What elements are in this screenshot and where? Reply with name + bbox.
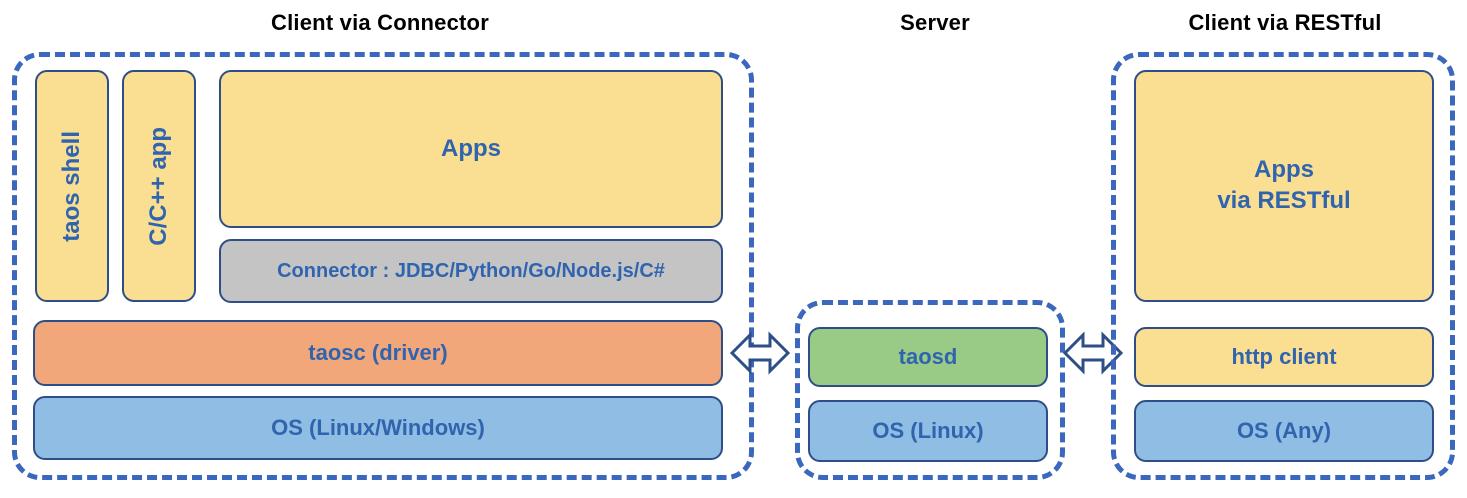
group-client-via-restful — [1111, 52, 1455, 480]
heading-client-via-connector: Client via Connector — [271, 10, 489, 35]
block-apps-via-restful[interactable]: Apps via RESTful — [1134, 70, 1434, 302]
block-os-linux[interactable]: OS (Linux) — [808, 400, 1048, 462]
group-server — [795, 300, 1065, 480]
block-os-linux-windows-label: OS (Linux/Windows) — [271, 414, 485, 440]
block-taos-shell-label: taos shell — [57, 130, 85, 242]
block-apps-via-restful-label-line2: via RESTful — [1217, 187, 1351, 214]
heading-server: Server — [900, 10, 970, 35]
block-connector-label: Connector : JDBC/Python/Go/Node.js/C# — [277, 260, 665, 282]
block-taosd-label: taosd — [898, 343, 958, 369]
block-os-any[interactable]: OS (Any) — [1134, 400, 1434, 462]
heading-client-via-restful: Client via RESTful — [1188, 10, 1382, 35]
block-os-linux-windows[interactable]: OS (Linux/Windows) — [33, 396, 723, 460]
block-apps-connector-label: Apps — [441, 134, 501, 162]
block-c-cpp-app-label: C/C++ app — [144, 126, 172, 246]
block-os-linux-label: OS (Linux) — [872, 417, 984, 443]
group-client-via-connector — [12, 52, 754, 480]
block-http-client[interactable]: http client — [1134, 327, 1434, 387]
block-taos-shell[interactable]: taos shell — [35, 70, 109, 302]
block-apps-connector[interactable]: Apps — [219, 70, 723, 228]
block-taosd[interactable]: taosd — [808, 327, 1048, 387]
bidirectional-arrow-icon-right — [1062, 327, 1124, 379]
block-http-client-label: http client — [1231, 343, 1337, 369]
block-connector[interactable]: Connector : JDBC/Python/Go/Node.js/C# — [219, 239, 723, 303]
block-taosc-driver-label: taosc (driver) — [308, 339, 448, 365]
block-apps-via-restful-label-line1: Apps — [1253, 156, 1314, 184]
block-taosc-driver[interactable]: taosc (driver) — [33, 320, 723, 386]
block-os-any-label: OS (Any) — [1236, 417, 1332, 443]
block-c-cpp-app[interactable]: C/C++ app — [122, 70, 196, 302]
bidirectional-arrow-icon-left — [729, 327, 791, 379]
